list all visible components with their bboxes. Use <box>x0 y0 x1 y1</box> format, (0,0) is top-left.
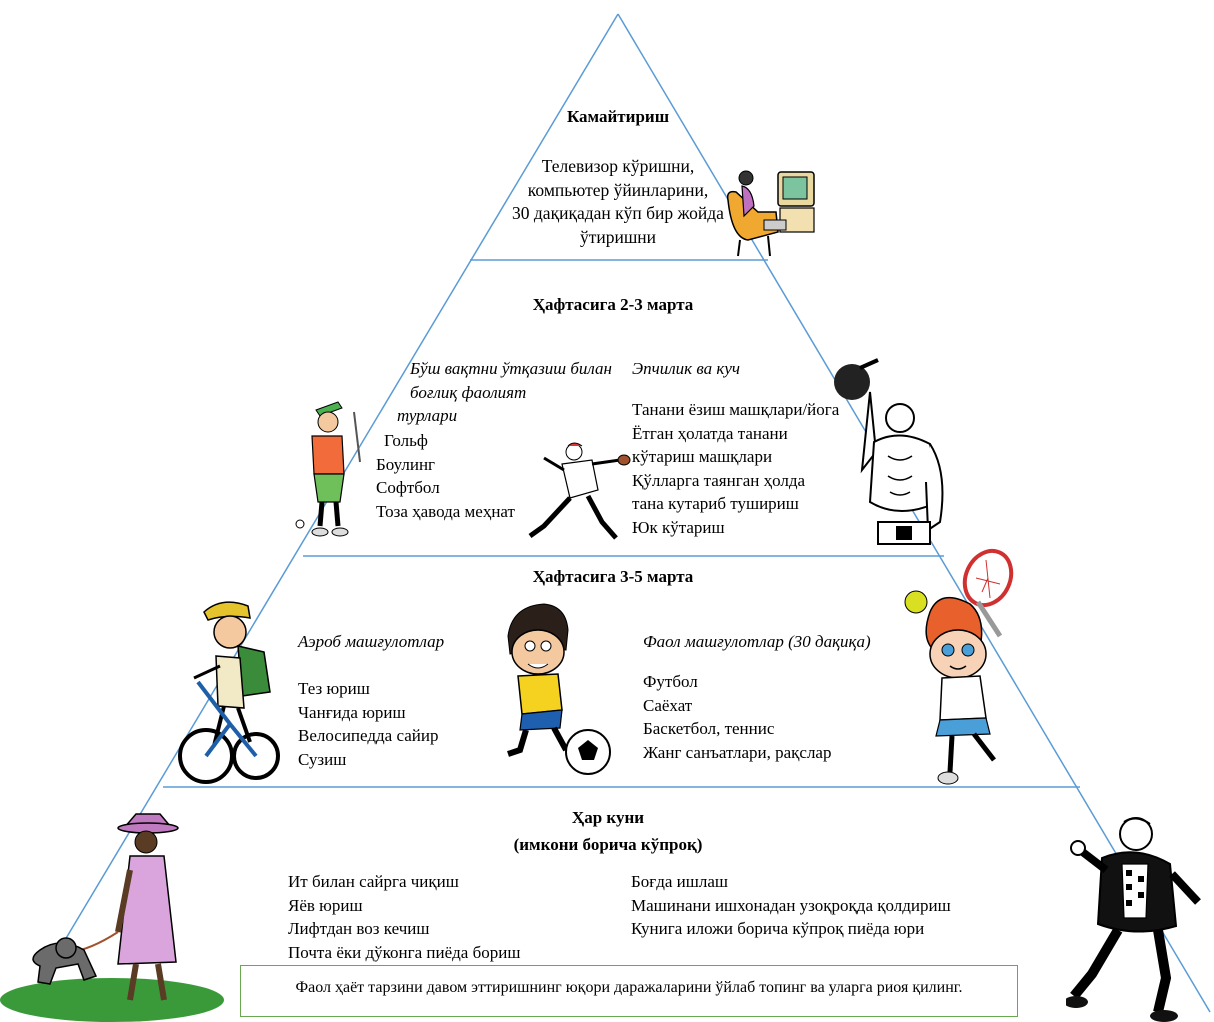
pyramid-right-edge <box>617 13 1211 1013</box>
walking-man-icon <box>1066 817 1201 1022</box>
tier1-line: ўтиришни <box>579 226 657 247</box>
list-item: Жанг санъатлари, рақслар <box>643 742 832 762</box>
weightlifter-icon <box>834 358 944 545</box>
list-item: Велосипедда сайир <box>298 726 439 745</box>
tier2-left-list: Гольф Боулинг Софтбол Тоза ҳавода меҳнат <box>376 429 515 523</box>
list-item: Баскетбол, теннис <box>643 719 775 738</box>
tier2-right-heading: Эпчилик ва куч <box>632 359 740 378</box>
list-item: Ётган ҳолатда танани <box>632 423 788 443</box>
list-item: Боулинг <box>376 454 436 474</box>
list-item: кўтариш машқлари <box>632 447 773 466</box>
list-item: Гольф <box>384 431 428 450</box>
tv-watcher-icon <box>726 170 815 257</box>
tennis-girl-icon <box>904 548 1014 785</box>
tier2-left-heading: Бўш вақтни ўтқазиш билан боғлиқ фаолият … <box>397 357 612 428</box>
tier4-left-list: Ит билан сайрга чиқиш Яёв юриш Лифтдан в… <box>288 870 520 964</box>
list-item: Саёхат <box>643 695 693 715</box>
soccer-boy-icon <box>507 603 611 775</box>
tier1-text: Телевизор кўришни, компьютер ўйинларини,… <box>498 154 738 248</box>
tier2-title: Ҳафтасига 2-3 марта <box>532 295 694 314</box>
dog-walker-icon <box>0 813 224 1022</box>
tier2-right-list: Танани ёзиш машқлари/йога Ётган ҳолатда … <box>632 398 839 539</box>
title-line: (имкони борича кўпроқ) <box>513 835 703 854</box>
tier4-right-list: Боғда ишлаш Машинани ишхонадан узоқроқда… <box>631 870 951 941</box>
tier1-line: компьютер ўйинларини, <box>527 179 709 200</box>
list-item: Футбол <box>643 672 698 691</box>
list-item: Ит билан сайрга чиқиш <box>288 872 459 891</box>
list-item: Яёв юриш <box>288 895 363 915</box>
list-item: Почта ёки дўконга пиёда бориш <box>288 942 521 962</box>
heading-line: турлари <box>397 406 458 425</box>
list-item: Танани ёзиш машқлари/йога <box>632 400 840 419</box>
advice-note: Фаол ҳаёт тарзини давом эттиришнинг юқор… <box>240 965 1018 1017</box>
list-item: Машинани ишхонадан узоқроқда қолдириш <box>631 895 951 915</box>
tier1-line: 30 дақиқадан кўп бир жойда <box>512 203 724 223</box>
tier1-line: Телевизор кўришни, <box>541 156 695 176</box>
list-item: тана кутариб тушириш <box>632 494 799 513</box>
heading-line: Бўш вақтни ўтқазиш билан <box>410 359 612 378</box>
list-item: Қўлларга таянган ҳолда <box>632 470 806 490</box>
tier3-right-heading: Фаол машғулотлар (30 дақиқа) <box>643 632 871 651</box>
tier4-title: Ҳар куни (имкони борича кўпроқ) <box>458 804 758 858</box>
tier1-title: Камайтириш <box>566 107 670 126</box>
list-item: Сузиш <box>298 749 347 769</box>
list-item: Софтбол <box>376 478 440 497</box>
list-item: Юк кўтариш <box>632 517 725 537</box>
list-item: Тоза ҳавода меҳнат <box>376 501 515 521</box>
list-item: Боғда ишлаш <box>631 872 728 891</box>
tier3-title: Ҳафтасига 3-5 марта <box>532 567 694 586</box>
list-item: Тез юриш <box>298 679 370 698</box>
list-item: Чанғида юриш <box>298 702 406 722</box>
title-line: Ҳар куни <box>571 808 645 827</box>
tier3-left-list: Тез юриш Чанғида юриш Велосипедда сайир … <box>298 677 438 771</box>
tier3-left-heading: Аэроб машғулотлар <box>298 632 445 651</box>
tier3-right-list: Футбол Саёхат Баскетбол, теннис Жанг сан… <box>643 670 831 764</box>
cyclist-icon <box>178 601 280 784</box>
list-item: Лифтдан воз кечиш <box>288 919 430 938</box>
heading-line: боғлиқ фаолият <box>410 382 527 402</box>
list-item: Кунига иложи борича кўпроқ пиёда юри <box>631 919 925 938</box>
golfer-icon <box>295 401 361 537</box>
baseball-pitcher-icon <box>528 442 631 540</box>
